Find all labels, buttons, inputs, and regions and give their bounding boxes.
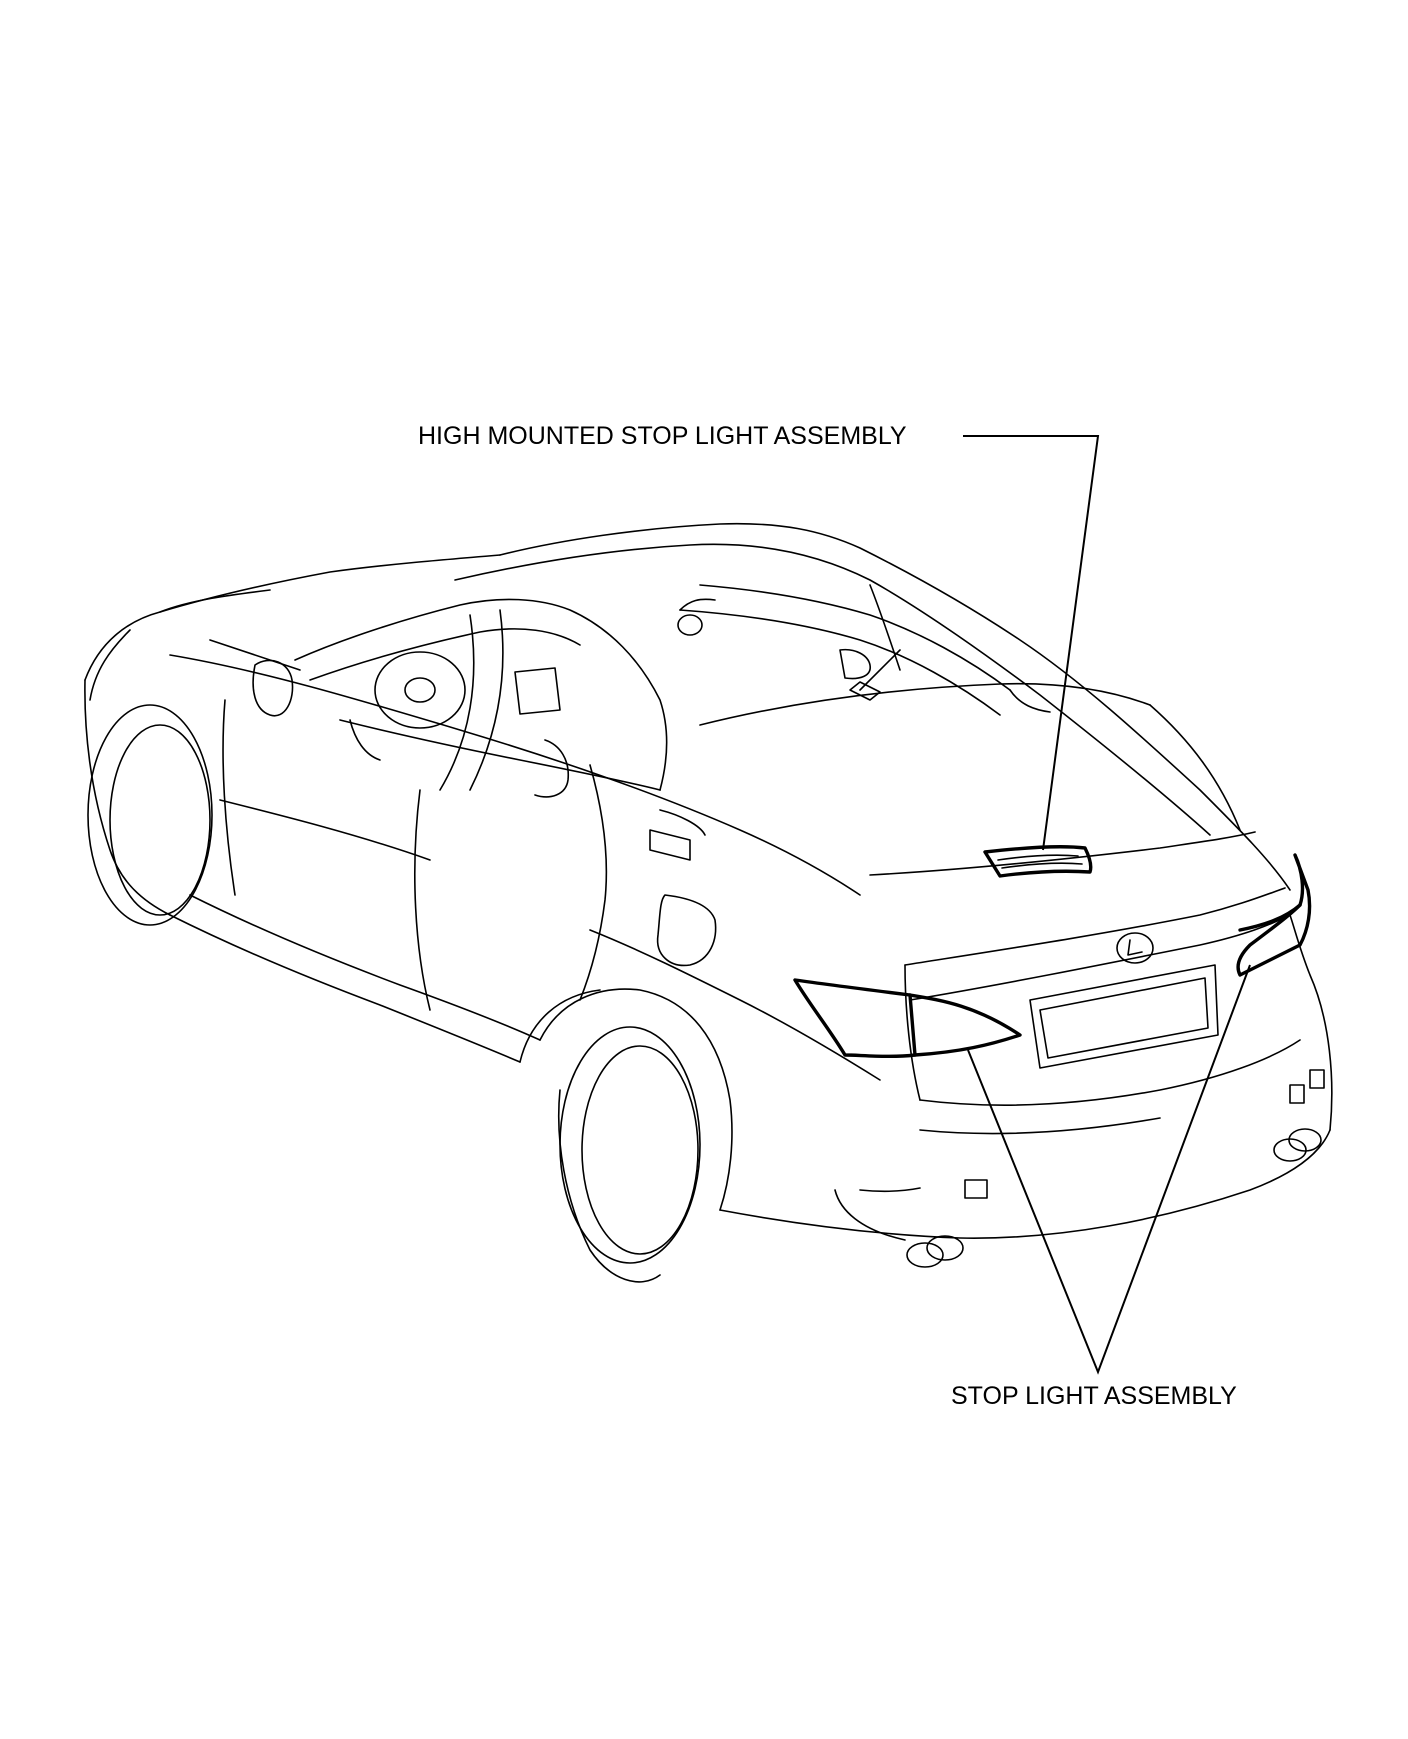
label-high-mounted-stop-light: HIGH MOUNTED STOP LIGHT ASSEMBLY [418, 422, 907, 450]
rear-wheel [557, 1026, 701, 1283]
leader-stop-light [967, 964, 1251, 1375]
leader-high-mounted [963, 435, 1100, 851]
stop-light-right [1236, 853, 1312, 977]
cabin-interior [294, 584, 1051, 861]
rear-details [834, 649, 1325, 1268]
lexus-emblem-icon [1116, 932, 1154, 964]
leader-lines [963, 435, 1251, 1375]
high-mounted-stop-light [983, 845, 1093, 878]
front-wheel [87, 704, 213, 926]
stop-light-left [793, 978, 1022, 1059]
label-stop-light: STOP LIGHT ASSEMBLY [951, 1382, 1237, 1410]
car-body-outline [84, 522, 1333, 1239]
